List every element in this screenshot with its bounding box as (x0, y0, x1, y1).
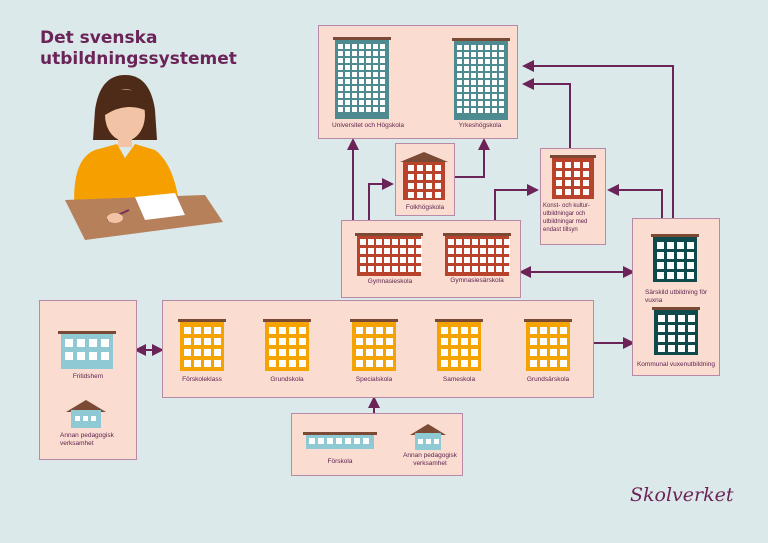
label-university: Universitet och Högskola (332, 122, 404, 129)
gymnasieskola-building-icon (355, 233, 423, 276)
title-line-1: Det svenska (40, 28, 158, 48)
school-building-icon (524, 319, 572, 371)
university-building-icon (333, 37, 391, 119)
label-art-culture: Konst- och kultur-utbildningar och utbil… (543, 203, 591, 233)
label-gymnasieskola: Gymnasieskola (367, 278, 413, 285)
skolverket-logo: Skolverket (630, 484, 734, 506)
label-compulsory-school: Förskoleklass (182, 376, 222, 383)
label-compulsory-school: Grundsärskola (526, 376, 570, 383)
label-fritidshem: Fritidshem (72, 373, 104, 380)
arrow-gym-to-art (494, 184, 539, 220)
label-folkhogskola: Folkhögskola (405, 204, 445, 211)
school-building-icon (350, 319, 398, 371)
arrow-folk-to-yh (454, 138, 490, 178)
school-building-icon (178, 319, 226, 371)
label-yrkeshogskola: Yrkeshögskola (458, 122, 502, 129)
label-forskola: Förskola (327, 458, 353, 465)
preschool-other-house-icon (410, 424, 446, 450)
label-preschool-other: Annan pedagogisk verksamhet (403, 452, 457, 467)
arrow-gym-to-folk (368, 178, 394, 220)
label-leisure-other: Annan pedagogisk verksamhet (60, 432, 114, 447)
student-illustration (65, 75, 223, 240)
folkhogskola-building-icon (400, 152, 448, 200)
fritidshem-building-icon (58, 331, 116, 369)
gymnasiesarskola-building-icon (443, 233, 511, 276)
yrkeshogskola-building-icon (452, 38, 510, 120)
label-sarskild: Särskild utbildning för vuxna (645, 289, 708, 304)
label-compulsory-school: Sameskola (442, 376, 476, 383)
label-gymnasiesarskola: Gymnasiesärskola (450, 277, 504, 284)
leisure-box (39, 300, 137, 460)
page-title: Det svenska utbildningssystemet (40, 28, 237, 70)
forskola-building-icon (303, 432, 377, 449)
arrow-adult-to-yh (522, 60, 674, 218)
school-building-icon (435, 319, 483, 371)
label-compulsory-school: Specialskola (355, 376, 393, 383)
arrow-adult-to-art (607, 184, 663, 218)
label-compulsory-school: Grundskola (270, 376, 304, 383)
komvux-building-icon (652, 307, 700, 355)
art-culture-building-icon (550, 155, 596, 199)
title-line-2: utbildningssystemet (40, 49, 237, 69)
label-komvux: Kommunal vuxenutbildning (636, 361, 716, 368)
school-building-icon (263, 319, 311, 371)
arrow-art-to-yh (522, 78, 571, 148)
leisure-other-house-icon (66, 400, 106, 428)
sarskild-building-icon (651, 234, 699, 282)
